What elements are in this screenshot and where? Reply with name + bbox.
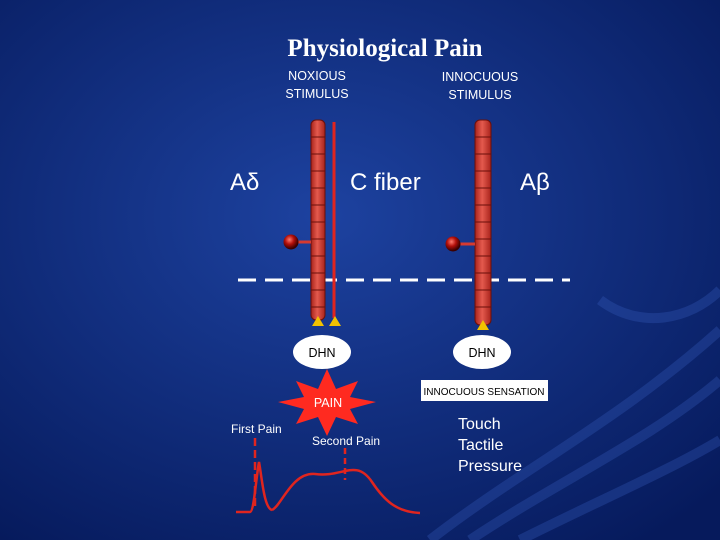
noxious-stimulus-line1: NOXIOUS: [288, 69, 346, 83]
a-beta-fiber: [445, 119, 492, 326]
innocuous-sensation-box: [421, 380, 548, 401]
c-fiber-label: C fiber: [350, 169, 421, 196]
pain-label: PAIN: [314, 396, 342, 410]
pain-starburst: [278, 369, 376, 436]
second-pain-label: Second Pain: [312, 434, 380, 448]
a-delta-cell-body: [283, 234, 299, 250]
first-pain-trace: [236, 461, 273, 514]
innocuous-stimulus-line1: INNOCUOUS: [442, 70, 518, 84]
tactile-label: Tactile: [458, 437, 503, 454]
dhn-left-label: DHN: [308, 346, 335, 360]
a-beta-label: Aβ: [520, 169, 550, 196]
innocuous-sensation-label: INNOCUOUS SENSATION: [424, 387, 545, 398]
dhn-left-ellipse: [293, 335, 351, 369]
a-delta-fiber: [283, 119, 326, 321]
dhn-right-ellipse: [453, 335, 511, 369]
noxious-stimulus-line2: STIMULUS: [285, 87, 348, 101]
c-fiber-terminal: [329, 316, 341, 326]
innocuous-stimulus-line2: STIMULUS: [448, 88, 511, 102]
a-delta-label: Aδ: [230, 169, 259, 196]
pain-waveforms: [236, 438, 421, 515]
first-pain-label: First Pain: [231, 422, 282, 436]
dhn-right-label: DHN: [468, 346, 495, 360]
background-swirls: [426, 286, 720, 540]
pressure-label: Pressure: [458, 458, 522, 475]
touch-label: Touch: [458, 416, 501, 433]
a-delta-terminal: [312, 316, 324, 326]
page-title: Physiological Pain: [287, 35, 482, 62]
a-beta-terminal: [477, 320, 489, 330]
a-beta-cell-body: [445, 236, 461, 252]
